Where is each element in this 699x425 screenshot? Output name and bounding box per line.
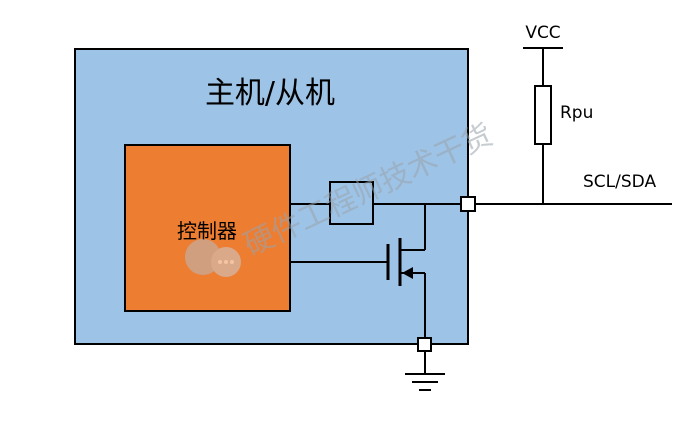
pullup-resistor bbox=[534, 85, 552, 145]
bus-pin bbox=[460, 196, 476, 212]
resistor-label: Rpu bbox=[560, 103, 593, 123]
nmos-arrow bbox=[402, 267, 413, 279]
wechat-icon bbox=[185, 239, 241, 277]
ground-icon bbox=[405, 373, 445, 391]
host-block-label: 主机/从机 bbox=[205, 76, 335, 111]
controller-block bbox=[124, 144, 291, 312]
ground-pin bbox=[417, 337, 432, 352]
controller-label: 控制器 bbox=[177, 219, 237, 243]
vcc-label: VCC bbox=[525, 23, 560, 43]
bus-label: SCL/SDA bbox=[583, 172, 656, 192]
